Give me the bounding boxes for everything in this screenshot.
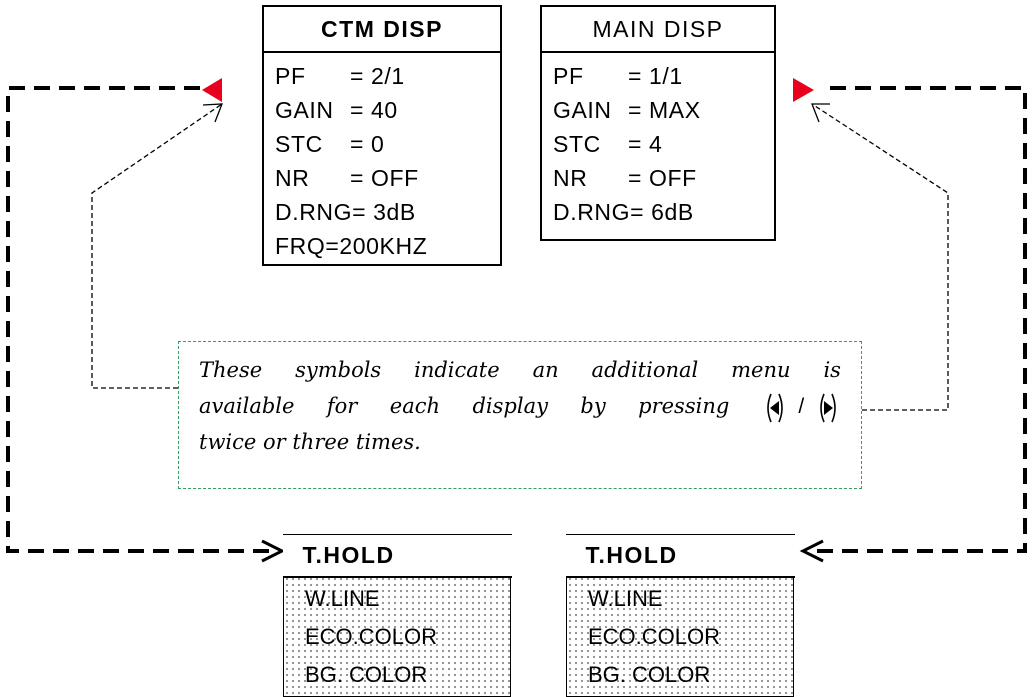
ctm-disp-settings: PF= 2/1 GAIN= 40 STC= 0 NR= OFF D.RNG= 3…: [264, 53, 500, 263]
left-pointer-arrowhead: [202, 103, 223, 123]
key-symbols: /: [762, 388, 841, 424]
right-pointer-line: [811, 103, 949, 411]
right-arrow-key-icon: [820, 393, 836, 422]
right-loop-line: [808, 86, 1027, 553]
thold-right-title: T.HOLD: [565, 534, 795, 578]
left-pointer-line: [91, 103, 223, 389]
thold-right-item-bgcolor: BG. COLOR: [588, 662, 711, 687]
thold-left-item-wline: W.LINE: [305, 586, 380, 611]
note-line-2: available for each display by pressing /: [199, 388, 841, 424]
note-line-1: These symbols indicate an additional men…: [199, 358, 841, 382]
thold-left-item-bgcolor: BG. COLOR: [305, 662, 428, 687]
right-loop-arrowhead: [799, 539, 824, 563]
main-row-gain: GAIN= MAX: [553, 97, 701, 123]
thold-right-item-ecocolor: ECO.COLOR: [588, 624, 721, 649]
main-row-nr: NR= OFF: [553, 165, 697, 191]
ctm-row-nr: NR= OFF: [275, 165, 419, 191]
ctm-disp-title: CTM DISP: [264, 7, 500, 53]
explanation-note: These symbols indicate an additional men…: [178, 341, 862, 489]
thold-left-items: W.LINE ECO.COLOR BG. COLOR: [284, 578, 510, 694]
thold-right-item-wline: W.LINE: [588, 586, 663, 611]
ctm-row-stc: STC= 0: [275, 131, 385, 157]
triangle-right-marker-icon: [793, 78, 814, 102]
ctm-row-drng: D.RNG= 3dB: [275, 199, 416, 225]
main-disp-title: MAIN DISP: [542, 7, 774, 53]
thold-left-menu: T.HOLD W.LINE ECO.COLOR BG. COLOR: [282, 534, 512, 697]
key-separator: /: [798, 395, 805, 418]
left-arrow-key-icon: [766, 393, 783, 422]
ctm-row-pf: PF= 2/1: [275, 63, 405, 89]
left-loop-line: [6, 86, 277, 553]
main-row-stc: STC= 4: [553, 131, 663, 157]
thold-left-title: T.HOLD: [282, 534, 512, 578]
triangle-left-marker-icon: [202, 78, 222, 102]
thold-right-menu: T.HOLD W.LINE ECO.COLOR BG. COLOR: [565, 534, 795, 697]
main-disp-settings: PF= 1/1 GAIN= MAX STC= 4 NR= OFF D.RNG= …: [542, 53, 774, 229]
ctm-row-gain: GAIN= 40: [275, 97, 398, 123]
thold-right-items: W.LINE ECO.COLOR BG. COLOR: [567, 578, 793, 694]
main-row-pf: PF= 1/1: [553, 63, 683, 89]
ctm-row-frq: FRQ=200KHZ: [275, 233, 428, 259]
note-line-3: twice or three times.: [199, 430, 421, 454]
ctm-disp-panel: CTM DISP PF= 2/1 GAIN= 40 STC= 0 NR= OFF…: [262, 5, 502, 266]
main-disp-panel: MAIN DISP PF= 1/1 GAIN= MAX STC= 4 NR= O…: [540, 5, 776, 241]
right-pointer-arrowhead: [811, 103, 830, 123]
main-row-drng: D.RNG= 6dB: [553, 199, 694, 225]
left-loop-arrowhead: [261, 539, 286, 563]
thold-left-item-ecocolor: ECO.COLOR: [305, 624, 438, 649]
